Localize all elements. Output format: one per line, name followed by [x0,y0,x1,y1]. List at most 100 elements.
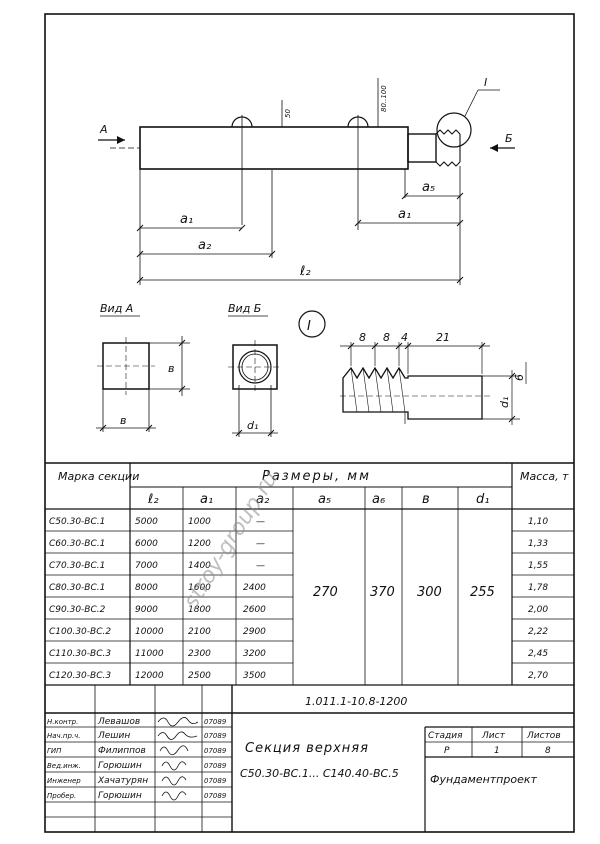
table-row: С70.30-ВС.1 7000 1400 — 1,55 [49,561,548,571]
row-l2: 8000 [135,583,158,593]
view-a-dim-side: в [168,362,174,375]
organization-name: Фундаментпроект [430,773,537,786]
dim-80-100: 80..100 [380,85,388,112]
detail-dim-21: 21 [436,331,450,344]
signer-role: ГИП [47,747,62,755]
dim-l2: ℓ₂ [299,264,311,279]
sheets-value: 8 [545,746,551,756]
row-l2: 9000 [135,605,158,615]
row-a1: 2300 [188,649,211,659]
signer-name: Левашов [97,717,140,727]
node-i-marker-label: I [307,319,311,334]
view-b-title: Вид Б [228,302,261,315]
doc-code: 1.011.1-10.8-1200 [305,695,407,708]
view-b-section [228,340,282,437]
signer-role: Нач.пр.ч. [47,732,81,740]
pile-elevation [98,78,515,285]
signer-date: 07089 [204,777,227,785]
row-a2: 2600 [243,605,266,615]
view-a-title: Вид А [100,302,133,315]
detail-dim-4: 4 [401,331,408,344]
table-header-mass: Масса, т [520,470,569,483]
dim-a1-right: a₁ [398,207,411,222]
signer-role: Вед.инж. [47,762,81,770]
row-mass: 2,70 [528,671,548,681]
row-mass: 1,10 [528,517,548,527]
row-mass: 2,22 [528,627,548,637]
row-a2: 3500 [243,671,266,681]
subheader-d1: d₁ [476,492,489,507]
table-subheaders: ℓ₂ a₁ a₂ a₅ a₆ в d₁ [147,492,489,507]
signer-date: 07089 [204,732,227,740]
merged-b: 300 [417,585,442,600]
row-mark: С110.30-ВС.3 [49,649,111,659]
dim-50: 50 [284,109,292,118]
title-line-2: С50.30-ВС.1... С140.40-ВС.5 [240,767,399,780]
signer-name: Хачатурян [97,776,148,786]
detail-dim-8b: 8 [383,331,390,344]
view-b-dim-d1: d₁ [247,419,258,432]
row-mark: С80.30-ВС.1 [49,583,105,593]
table-row: С100.30-ВС.2 10000 2100 2900 2,22 [49,627,548,637]
row-a1: 1800 [188,605,211,615]
signature-row: Нач.пр.ч. Лешин 07089 [47,731,227,741]
signer-date: 07089 [204,718,227,726]
table-row: С50.30-ВС.1 5000 1000 — 1,10 [49,517,548,527]
row-l2: 12000 [135,671,164,681]
row-a2: — [256,517,265,527]
signer-date: 07089 [204,762,227,770]
signature-mark [161,761,187,771]
subheader-a1: a₁ [200,492,213,507]
signer-date: 07089 [204,792,227,800]
signature-row: Инженер Хачатурян 07089 [47,776,227,786]
row-a2: 2900 [243,627,266,637]
signature-mark [161,791,187,801]
signature-row: Н.контр. Левашов 07089 [47,717,227,727]
subheader-a5: a₅ [318,492,331,507]
signature-mark [157,717,199,727]
row-a2: 3200 [243,649,266,659]
table-row: С110.30-ВС.3 11000 2300 3200 2,45 [49,649,548,659]
subheader-b: в [422,492,430,507]
sheet-value: 1 [494,746,500,756]
row-a1: 1600 [188,583,211,593]
signature-mark [161,776,187,786]
node-i-marker [298,310,326,338]
signer-name: Лешин [97,731,130,741]
sheets-label: Листов [526,731,561,741]
row-l2: 10000 [135,627,164,637]
table-row: С120.30-ВС.3 12000 2500 3500 2,70 [49,671,548,681]
row-mass: 2,45 [528,649,548,659]
row-mark: С100.30-ВС.2 [49,627,111,637]
row-a1: 1000 [188,517,211,527]
merged-a6: 370 [370,585,395,600]
dim-a2: a₂ [198,238,211,253]
row-mark: С90.30-ВС.2 [49,605,106,615]
arrow-a-label: А [99,123,108,136]
title-block [45,685,574,832]
table-row: С90.30-ВС.2 9000 1800 2600 2,00 [49,605,548,615]
dim-a1-left: a₁ [180,212,193,227]
view-a-section [96,336,190,432]
row-a2: — [256,561,265,571]
signer-date: 07089 [204,747,227,755]
arrow-b-label: Б [505,132,513,145]
signer-role: Инженер [47,777,81,785]
dim-a5: a₅ [422,180,435,195]
row-a2: — [256,539,265,549]
row-l2: 6000 [135,539,158,549]
row-a1: 2500 [188,671,211,681]
signer-role: Н.контр. [47,718,78,726]
view-a-dim-bottom: в [120,414,126,427]
stage-value: Р [444,746,450,756]
row-l2: 5000 [135,517,158,527]
row-mark: С60.30-ВС.1 [49,539,105,549]
sections-table [45,462,574,686]
signature-row: ГИП Филиппов 07089 [47,745,227,756]
signer-role: Пробер. [47,792,76,800]
merged-a5: 270 [313,585,338,600]
row-mark: С120.30-ВС.3 [49,671,111,681]
signature-row: Пробер. Горюшин 07089 [47,791,227,801]
node-callout-label: I [484,76,487,89]
